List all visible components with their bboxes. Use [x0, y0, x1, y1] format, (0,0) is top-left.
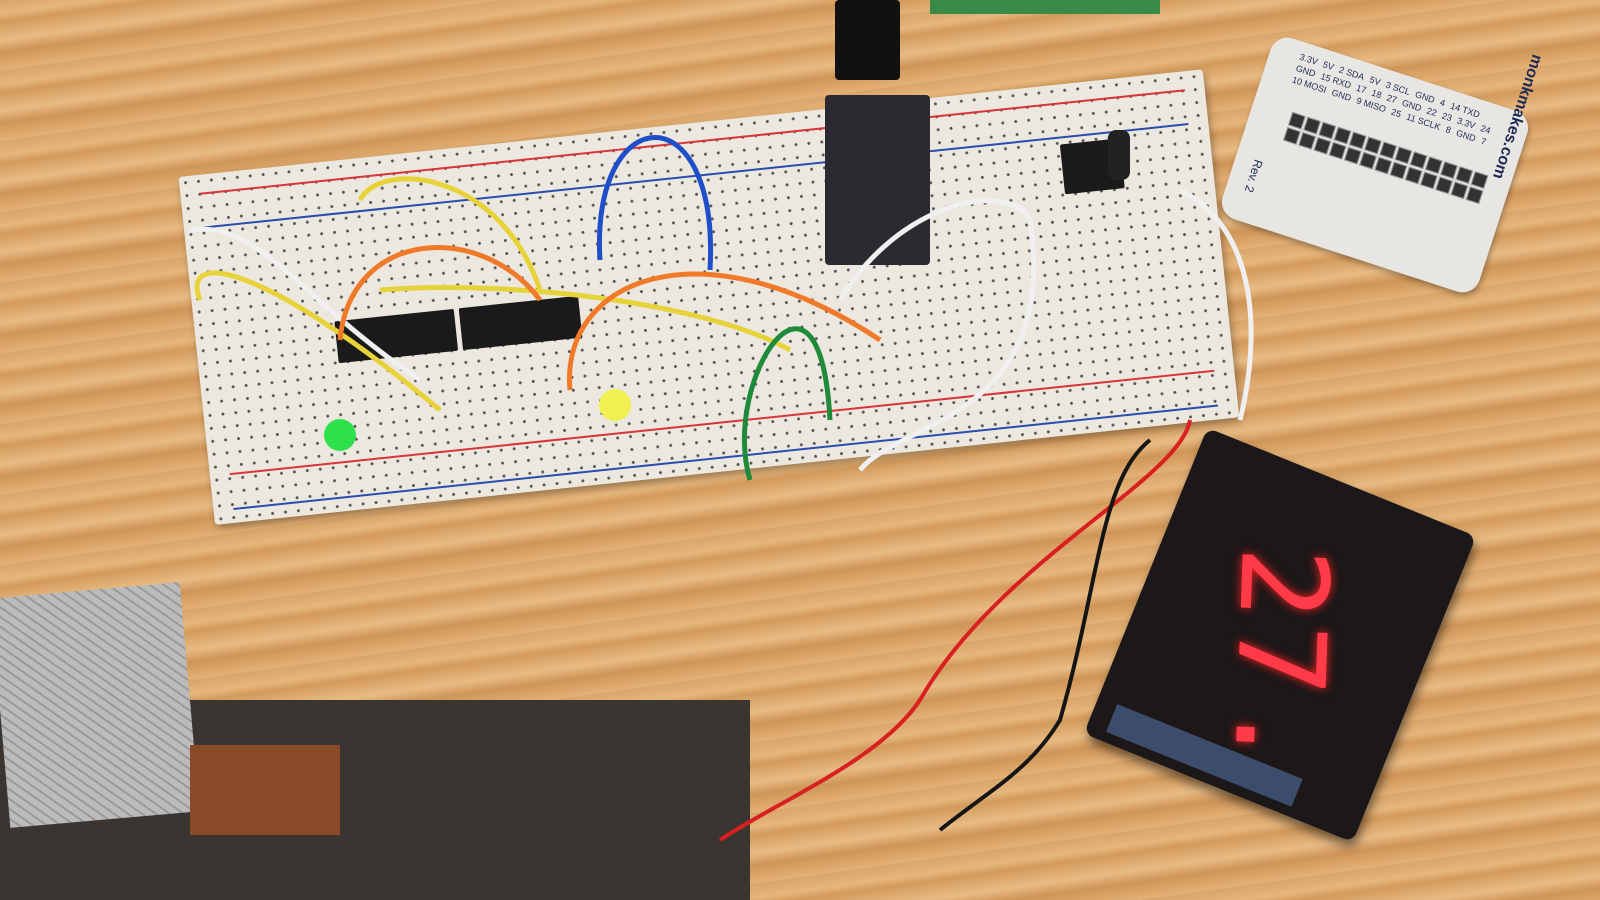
- pin-label: 22: [1425, 105, 1439, 119]
- pin-label: 11 SCLK: [1405, 111, 1442, 133]
- usb-cable-plug: [835, 0, 900, 80]
- blue-wire: [596, 135, 714, 271]
- red-probe-wire: [718, 419, 1192, 842]
- pin-label: 17: [1355, 82, 1368, 96]
- yellow-wire-1: [357, 176, 543, 291]
- pin-label: 5V: [1321, 59, 1336, 73]
- capacitor: [1108, 130, 1130, 180]
- small-pcb-board: [190, 745, 340, 835]
- pin-label: 25: [1389, 106, 1403, 120]
- white-wire-1: [189, 226, 422, 383]
- green-wire: [741, 326, 833, 481]
- yellow-wire-3: [379, 285, 792, 353]
- white-wire-3: [1178, 187, 1254, 421]
- pin-label: 9 MISO: [1355, 95, 1388, 115]
- orange-wire-1: [567, 271, 882, 391]
- pin-label: 7: [1479, 135, 1488, 147]
- pin-label: 18: [1370, 87, 1383, 101]
- pin-label: 23: [1440, 110, 1454, 124]
- green-led: [324, 419, 356, 451]
- white-wire-2: [837, 198, 1037, 472]
- pin-label: 4: [1438, 97, 1447, 109]
- yellow-wire-2: [194, 270, 442, 412]
- voltmeter-reading: 27.: [1206, 544, 1353, 778]
- card-revision: Rev. 2: [1241, 157, 1266, 195]
- yellow-led: [599, 389, 631, 421]
- usb-serial-adapter: [825, 95, 930, 265]
- orange-wire-2: [337, 245, 542, 341]
- pin-label: 5V: [1368, 74, 1382, 88]
- black-probe-wire: [938, 438, 1152, 832]
- pin-label: 27: [1385, 92, 1399, 106]
- pin-label: 8: [1444, 124, 1453, 136]
- green-pcb-edge: [930, 0, 1160, 14]
- pin-label: 24: [1479, 123, 1492, 136]
